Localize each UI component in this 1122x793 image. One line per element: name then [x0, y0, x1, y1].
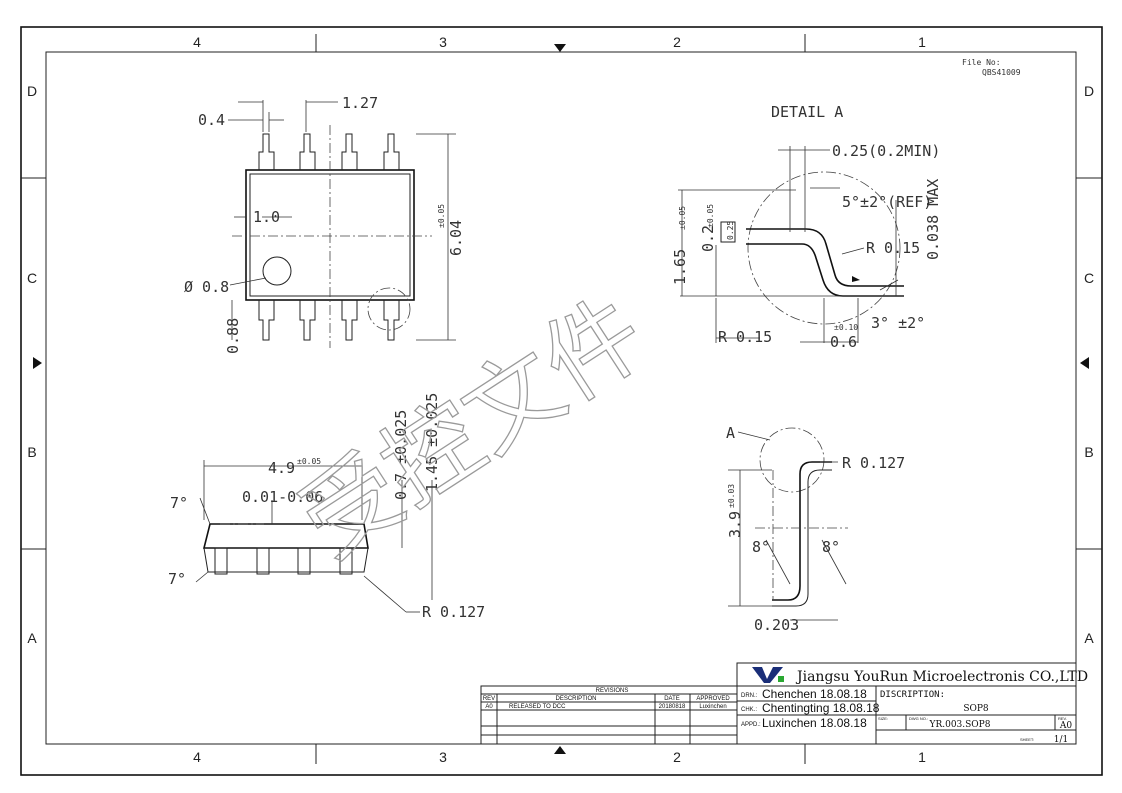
- dwg-no-value: YR.003.SOP8: [929, 720, 991, 730]
- zone-col-1-bottom: 1: [918, 749, 926, 765]
- dwg-no-tag: DWG NO.:: [909, 716, 928, 721]
- checked-tag: CHK.:: [741, 707, 757, 713]
- rev-col-header-desc: DESCRIPTION: [555, 696, 596, 702]
- dim-detail-r1: R 0.15: [866, 239, 920, 257]
- zone-row-b-left: B: [27, 444, 36, 460]
- dim-end-lead-thk: 0.203: [754, 616, 799, 634]
- dim-side-radius: R 0.127: [422, 603, 485, 621]
- rev-tag: REV.: [1058, 716, 1067, 721]
- dim-overall-width: 6.04: [447, 220, 465, 256]
- file-no-label: File No:: [962, 58, 1001, 67]
- dim-end-radius: R 0.127: [842, 454, 905, 472]
- zone-row-a-left: A: [27, 630, 37, 646]
- top-view: [228, 100, 456, 348]
- dim-detail-h1-tol: ±0.05: [678, 206, 687, 230]
- dim-detail-angle1: 5°±2°(REF): [842, 193, 932, 211]
- revisions-table: [480, 685, 738, 745]
- detail-a-view: [678, 146, 904, 343]
- dim-detail-box: 0.25: [726, 221, 735, 240]
- company-logo: [752, 667, 784, 683]
- zone-row-c-left: C: [27, 270, 37, 286]
- rev-col-header-approved: APPROVED: [696, 696, 730, 702]
- dim-side-length-tol: ±0.05: [297, 457, 321, 466]
- zone-col-1-top: 1: [918, 34, 926, 50]
- checked-by: Chentingting 18.08.18: [762, 701, 880, 715]
- zone-col-2-bottom: 2: [673, 749, 681, 765]
- rev-row-date: 20180818: [659, 704, 686, 710]
- dim-detail-angle2: 3° ±2°: [871, 314, 925, 332]
- dim-side-angle1: 7°: [170, 494, 188, 512]
- dim-pitch: 1.27: [342, 94, 378, 112]
- dim-foot-length: 0.88: [224, 318, 242, 354]
- dim-end-angle1: 8°: [752, 538, 770, 556]
- zone-row-c-right: C: [1084, 270, 1094, 286]
- rev-row-desc: RELEASED TO DCC: [509, 704, 566, 710]
- lead-profile: [746, 228, 904, 287]
- centering-arrows: [33, 44, 1089, 754]
- dim-end-ref: A: [726, 424, 735, 442]
- description-label: DISCRIPTION:: [880, 690, 945, 700]
- company-name: Jiangsu YouRun Microelectronis CO.,LTD: [795, 669, 1088, 685]
- dim-side-length: 4.9: [268, 459, 295, 477]
- zone-col-3-top: 3: [439, 34, 447, 50]
- detail-a-title: DETAIL A: [771, 103, 843, 121]
- zone-row-d-left: D: [27, 83, 37, 99]
- dim-lead-width: 0.4: [198, 111, 225, 129]
- dim-pin1-offset: 1.0: [253, 208, 280, 226]
- drawn-tag: DRN.:: [741, 693, 758, 699]
- dim-side-h2: 1.45 ±0.025: [423, 393, 441, 492]
- dim-hole-dia: Ø 0.8: [184, 278, 229, 296]
- file-no-value: QBS41009: [982, 68, 1021, 77]
- dim-detail-025: 0.25(0.2MIN): [832, 142, 940, 160]
- top-leads: [258, 133, 400, 170]
- dim-end-height: 3.9: [726, 511, 744, 538]
- bottom-leads: [258, 300, 400, 341]
- side-leads: [214, 547, 353, 575]
- zone-col-2-top: 2: [673, 34, 681, 50]
- dim-overall-tol: ±0.05: [437, 204, 446, 228]
- controlled-document-watermark: 受控文件: [282, 276, 665, 579]
- dim-detail-foot: 0.6: [830, 333, 857, 351]
- dim-end-height-tol: ±0.03: [727, 484, 736, 508]
- revisions-title: REVISIONS: [596, 688, 629, 694]
- detail-a-circle: [747, 171, 901, 325]
- dim-side-standoff: 0.01-0.06: [242, 488, 323, 506]
- end-lead-profile: [772, 461, 832, 601]
- datum-box-025: [720, 221, 736, 243]
- zone-col-3-bottom: 3: [439, 749, 447, 765]
- rev-row-approved: Luxinchen: [699, 704, 726, 710]
- sheet-tag: SHEET:: [1020, 737, 1034, 742]
- zone-col-4-top: 4: [193, 34, 201, 50]
- outer-border: [20, 26, 1103, 776]
- dim-detail-h2-tol: ±0.05: [706, 204, 715, 228]
- rev-col-header-date: DATE: [664, 696, 680, 702]
- rev-col-header-rev: REV: [483, 696, 495, 702]
- sheet-value: 1/1: [1054, 735, 1068, 745]
- zone-row-d-right: D: [1084, 83, 1094, 99]
- size-tag: SIZE:: [878, 716, 888, 721]
- title-block: [736, 662, 1077, 745]
- dim-detail-foot-tol: ±0.10: [834, 323, 858, 332]
- dim-detail-h2: 0.2: [699, 225, 717, 252]
- dim-end-angle2: 8°: [822, 538, 840, 556]
- zone-dividers: [21, 34, 1102, 764]
- dim-side-h1: 0.7 ±0.025: [392, 410, 410, 500]
- zone-col-4-bottom: 4: [193, 749, 201, 765]
- pin1-marker: [262, 256, 292, 286]
- end-view: [728, 427, 848, 621]
- description-value: SOP8: [963, 704, 989, 714]
- approved-tag: APPD.:: [741, 722, 761, 728]
- dim-side-angle2: 7°: [168, 570, 186, 588]
- dim-detail-r2: R 0.15: [718, 328, 772, 346]
- drawn-by: Chenchen 18.08.18: [762, 687, 867, 701]
- rev-value: A0: [1059, 721, 1072, 731]
- side-view: [195, 460, 433, 613]
- zone-row-a-right: A: [1084, 630, 1094, 646]
- dim-detail-max: 0.038 MAX: [924, 179, 942, 260]
- approved-by: Luxinchen 18.08.18: [762, 716, 867, 730]
- dim-detail-h1: 1.65: [671, 249, 689, 285]
- rev-row-rev: A0: [485, 704, 493, 710]
- zone-row-b-right: B: [1084, 444, 1093, 460]
